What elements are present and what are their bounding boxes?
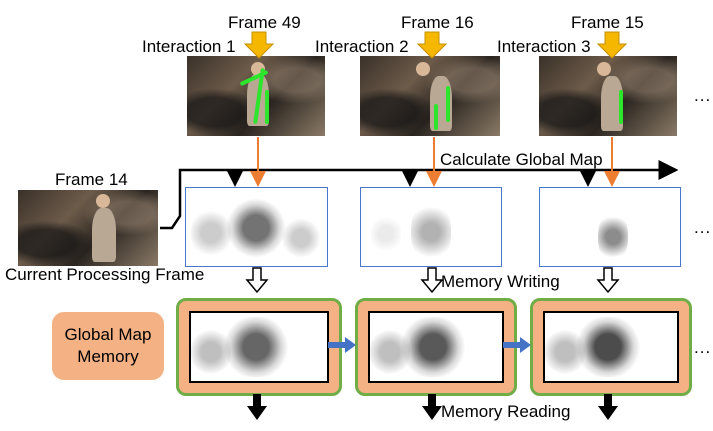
current-frame-label: Frame 14 (55, 170, 128, 189)
global-map-flow-line (160, 160, 679, 230)
memory-slot-2 (355, 298, 517, 396)
memory-reading-label: Memory Reading (441, 402, 571, 421)
ellipsis-bottom: ... (694, 338, 712, 357)
memory-link-arrow-2 (503, 337, 531, 353)
interaction-label-3: Interaction 3 (497, 37, 591, 56)
current-frame-caption: Current Processing Frame (5, 265, 205, 284)
frame-label-49: Frame 49 (228, 13, 301, 32)
calculate-global-map-label: Calculate Global Map (440, 150, 603, 169)
interaction-arrow-1 (243, 31, 275, 59)
read-arrow-1 (247, 394, 267, 420)
interaction-label-2: Interaction 2 (315, 37, 409, 56)
memory-writing-label: Memory Writing (441, 272, 560, 291)
interaction-frame-1-image (187, 56, 325, 136)
ellipsis-middle: ... (694, 218, 712, 237)
interaction-arrow-3 (596, 31, 628, 59)
frame-label-15: Frame 15 (571, 13, 644, 32)
write-arrow-2 (420, 267, 444, 294)
memory-link-arrow-1 (328, 337, 356, 353)
global-map-memory-label: Global Map Memory (52, 312, 164, 380)
interaction-frame-3-image (539, 56, 677, 136)
current-frame-image (18, 190, 158, 266)
interaction-label-1: Interaction 1 (142, 37, 236, 56)
global-map-2 (360, 187, 502, 267)
write-arrow-1 (245, 267, 269, 294)
ellipsis-top: ... (694, 86, 712, 105)
global-map-1 (185, 187, 328, 267)
frame-label-16: Frame 16 (401, 13, 474, 32)
global-map-3 (539, 187, 681, 267)
global-map-memory-text: Global Map Memory (64, 325, 152, 366)
read-arrow-3 (598, 394, 618, 420)
interaction-arrow-2 (416, 31, 448, 59)
read-arrow-2 (422, 394, 442, 420)
memory-slot-3 (530, 298, 692, 396)
write-arrow-3 (596, 267, 620, 294)
interaction-frame-2-image (360, 56, 500, 136)
